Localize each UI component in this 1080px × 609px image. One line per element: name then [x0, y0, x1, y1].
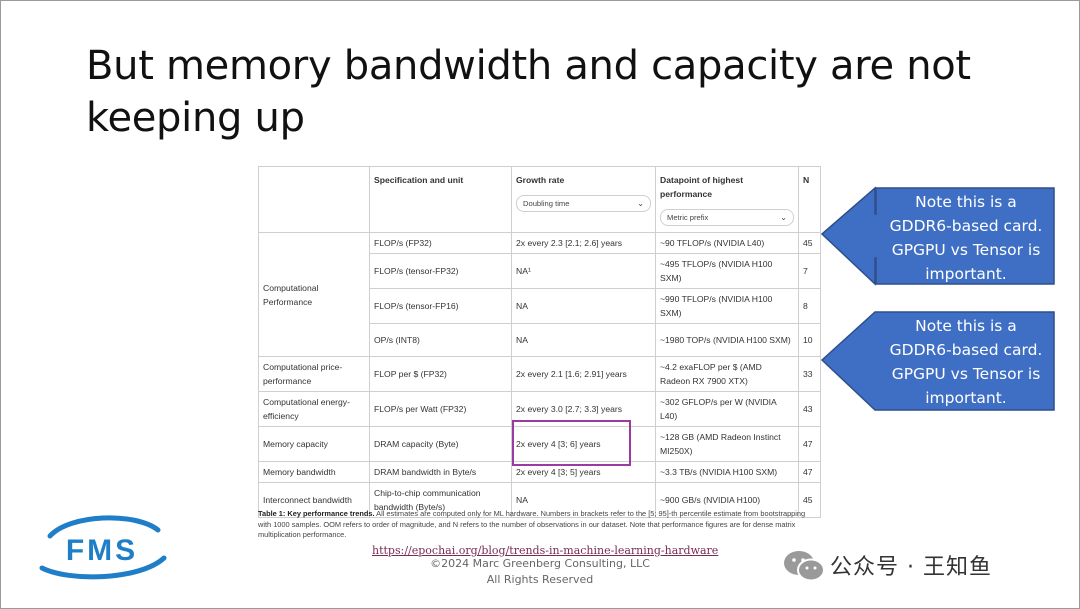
table-caption: Table 1: Key performance trends. All est…: [258, 509, 820, 541]
header-datapoint: Datapoint of highest performance Metric …: [655, 166, 799, 233]
row-spec: DRAM capacity (Byte): [369, 426, 512, 462]
table-row: Interconnect bandwidth Chip-to-chip comm…: [258, 482, 821, 518]
slide-title: But memory bandwidth and capacity are no…: [86, 43, 971, 141]
table-row: OP/s (INT8) NA ~1980 TOP/s (NVIDIA H100 …: [259, 323, 821, 357]
table-row: Computational price-performance FLOP per…: [258, 356, 821, 392]
memory-growth-highlight: [512, 420, 631, 466]
row-datapoint: ~3.3 TB/s (NVIDIA H100 SXM): [655, 461, 799, 483]
metric-prefix-select-value: Metric prefix: [667, 213, 709, 222]
row-spec: FLOP/s (tensor-FP32): [369, 253, 512, 289]
row-datapoint: ~302 GFLOP/s per W (NVIDIA L40): [655, 391, 799, 427]
header-n: N: [798, 166, 821, 233]
row-spec: DRAM bandwidth in Byte/s: [369, 461, 512, 483]
callout-line: important.: [925, 265, 1007, 283]
row-category: Interconnect bandwidth: [258, 482, 370, 518]
row-spec: FLOP/s (tensor-FP16): [369, 288, 512, 324]
callout-line: GDDR6-based card.: [889, 341, 1043, 359]
row-category: Memory capacity: [258, 426, 370, 462]
copyright-line-1: ©2024 Marc Greenberg Consulting, LLC: [430, 557, 650, 570]
row-datapoint: ~90 TFLOP/s (NVIDIA L40): [655, 232, 799, 254]
header-spec: Specification and unit: [369, 166, 512, 233]
row-datapoint: ~1980 TOP/s (NVIDIA H100 SXM): [655, 323, 799, 357]
callout-arrow-shape: [820, 311, 1055, 411]
caption-bold: Table 1: Key performance trends.: [258, 509, 375, 518]
row-spec: FLOP per $ (FP32): [369, 356, 512, 392]
table-header-row: Specification and unit Growth rate Doubl…: [258, 166, 821, 233]
row-n: 47: [798, 426, 821, 462]
row-spec: FLOP/s per Watt (FP32): [369, 391, 512, 427]
callout-line: GDDR6-based card.: [889, 217, 1043, 235]
row-datapoint: ~990 TFLOP/s (NVIDIA H100 SXM): [655, 288, 799, 324]
watermark-text: 公众号 · 王知鱼: [830, 555, 992, 580]
caption-text: All estimates are computed only for ML h…: [258, 509, 806, 539]
row-datapoint: ~128 GB (AMD Radeon Instinct MI250X): [655, 426, 799, 462]
row-n: 47: [798, 461, 821, 483]
growth-rate-select-value: Doubling time: [523, 199, 570, 208]
logo-text: FMS: [66, 534, 138, 567]
row-growth: NA: [511, 288, 656, 324]
row-growth: NA¹: [511, 253, 656, 289]
copyright-line-2: All Rights Reserved: [486, 573, 594, 586]
metric-prefix-select[interactable]: Metric prefix ⌄: [660, 209, 794, 226]
header-growth: Growth rate Doubling time ⌄: [511, 166, 656, 233]
growth-rate-select[interactable]: Doubling time ⌄: [516, 195, 651, 212]
row-category: Memory bandwidth: [258, 461, 370, 483]
callout-text-1: Note this is a GDDR6-based card. GPGPU v…: [878, 190, 1054, 286]
fms-logo: FMS: [39, 515, 167, 580]
row-growth: 2x every 2.1 [1.6; 2.91] years: [511, 356, 656, 392]
callout-line: Note this is a: [915, 317, 1017, 335]
row-growth: NA: [511, 482, 656, 518]
header-growth-label: Growth rate: [516, 175, 565, 185]
callout-arrow-1: [820, 186, 1055, 286]
callout-line: GPGPU vs Tensor is: [891, 365, 1041, 383]
row-n: 33: [798, 356, 821, 392]
callout-line: Note this is a: [915, 193, 1017, 211]
row-datapoint: ~495 TFLOP/s (NVIDIA H100 SXM): [655, 253, 799, 289]
row-growth: NA: [511, 323, 656, 357]
logo-arc-top: [47, 515, 161, 539]
wechat-icon: [784, 551, 825, 582]
chevron-down-icon: ⌄: [637, 199, 644, 208]
callout-line: GPGPU vs Tensor is: [891, 241, 1041, 259]
row-n: 45: [798, 482, 821, 518]
performance-table: Specification and unit Growth rate Doubl…: [258, 166, 821, 518]
chevron-down-icon: ⌄: [780, 213, 787, 222]
row-category: Computational price-performance: [258, 356, 370, 392]
row-n: 10: [798, 323, 821, 357]
row-growth: 2x every 2.3 [2.1; 2.6] years: [511, 232, 656, 254]
header-category: [258, 166, 370, 233]
callout-text-2: Note this is a GDDR6-based card. GPGPU v…: [878, 314, 1054, 410]
table-row: Memory bandwidth DRAM bandwidth in Byte/…: [258, 461, 821, 483]
row-n: 45: [798, 232, 821, 254]
callout-line: important.: [925, 389, 1007, 407]
row-category: Computational energy-efficiency: [258, 391, 370, 427]
table-row: FLOP/s (tensor-FP32) NA¹ ~495 TFLOP/s (N…: [259, 253, 821, 289]
logo-arc-bottom: [39, 555, 167, 580]
table-row: FLOP/s (tensor-FP16) NA ~990 TFLOP/s (NV…: [259, 288, 821, 324]
row-datapoint: ~4.2 exaFLOP per $ (AMD Radeon RX 7900 X…: [655, 356, 799, 392]
row-n: 7: [798, 253, 821, 289]
table-row: Memory capacity DRAM capacity (Byte) 2x …: [258, 426, 821, 462]
row-n: 8: [798, 288, 821, 324]
row-spec: Chip-to-chip communication bandwidth (By…: [369, 482, 512, 518]
callout-arrow-2: [820, 311, 1055, 411]
row-category: Computational Performance: [258, 232, 370, 357]
source-link[interactable]: https://epochai.org/blog/trends-in-machi…: [372, 544, 719, 557]
table-row: Computational Performance FLOP/s (FP32) …: [258, 232, 821, 357]
row-spec: FLOP/s (FP32): [369, 232, 512, 254]
header-datapoint-label: Datapoint of highest performance: [660, 175, 744, 199]
callout-arrow-shape: [820, 186, 1055, 286]
row-spec: OP/s (INT8): [369, 323, 512, 357]
row-n: 43: [798, 391, 821, 427]
